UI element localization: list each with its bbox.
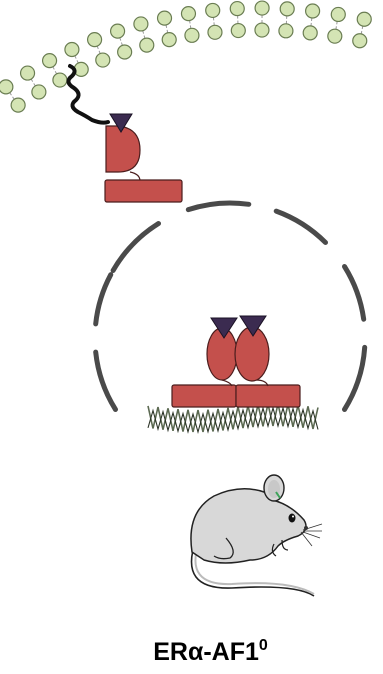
lipid-head <box>0 80 13 94</box>
model-label: ERα-AF10 <box>0 632 383 672</box>
mouse-eye-highlight <box>292 516 294 518</box>
nuclear-receptor-dimer <box>172 316 300 407</box>
lipid-head <box>134 17 148 31</box>
nuclear-envelope-segment <box>113 224 158 271</box>
lipid-head <box>96 53 110 67</box>
lipid-head <box>65 42 79 56</box>
lipid-head <box>279 24 293 38</box>
lipid-head <box>118 45 132 59</box>
mouse-whisker <box>303 532 320 538</box>
lipid-head <box>328 29 342 43</box>
nuclear-envelope-segment <box>96 275 111 324</box>
nuclear-envelope-icon <box>96 203 365 410</box>
lipid-head <box>231 24 245 38</box>
membrane-receptor <box>68 66 182 202</box>
lipid-head <box>111 24 125 38</box>
lipid-head <box>43 54 57 68</box>
nuclear-envelope-segment <box>188 203 249 210</box>
nuclear-envelope-segment <box>96 352 116 409</box>
lipid-head <box>303 26 317 40</box>
lipid-head <box>357 12 371 26</box>
lipid-head <box>306 4 320 18</box>
lipid-head <box>158 11 172 25</box>
mouse-whisker <box>301 532 312 546</box>
lipid-head <box>230 2 244 16</box>
lipid-head <box>181 7 195 21</box>
lipid-head <box>74 62 88 76</box>
lipid-head <box>32 85 46 99</box>
receptor-dbd <box>172 385 236 407</box>
lipid-head <box>140 38 154 52</box>
lipid-head <box>53 73 67 87</box>
model-label-text: ERα-AF10 <box>153 632 268 672</box>
mouse-eye <box>289 514 296 523</box>
lipid-head <box>21 66 35 80</box>
lipid-head <box>208 25 222 39</box>
mouse-body <box>191 489 306 563</box>
lipid-head <box>255 1 269 15</box>
lipid-head <box>11 98 25 112</box>
lipid-head <box>353 34 367 48</box>
lipid-head <box>162 33 176 47</box>
lipid-head <box>88 33 102 47</box>
lipid-head <box>255 23 269 37</box>
mouse-icon <box>191 475 322 596</box>
lipid-head <box>331 7 345 21</box>
receptor-dbd <box>105 180 182 202</box>
receptor-dbd <box>236 385 300 407</box>
nuclear-envelope-segment <box>345 347 365 409</box>
label-superscript: 0 <box>259 637 268 654</box>
dna-strand <box>148 404 318 432</box>
receptor-lbd <box>106 126 140 172</box>
lipid-head <box>280 2 294 16</box>
lipid-bilayer-icon <box>0 1 371 112</box>
label-main: ERα-AF1 <box>153 638 259 666</box>
lipid-head <box>185 28 199 42</box>
nuclear-envelope-segment <box>345 267 364 320</box>
palmitoyl-anchor-icon <box>68 66 108 123</box>
nuclear-envelope-segment <box>276 211 325 242</box>
dna-icon <box>148 404 318 432</box>
lipid-head <box>206 3 220 17</box>
